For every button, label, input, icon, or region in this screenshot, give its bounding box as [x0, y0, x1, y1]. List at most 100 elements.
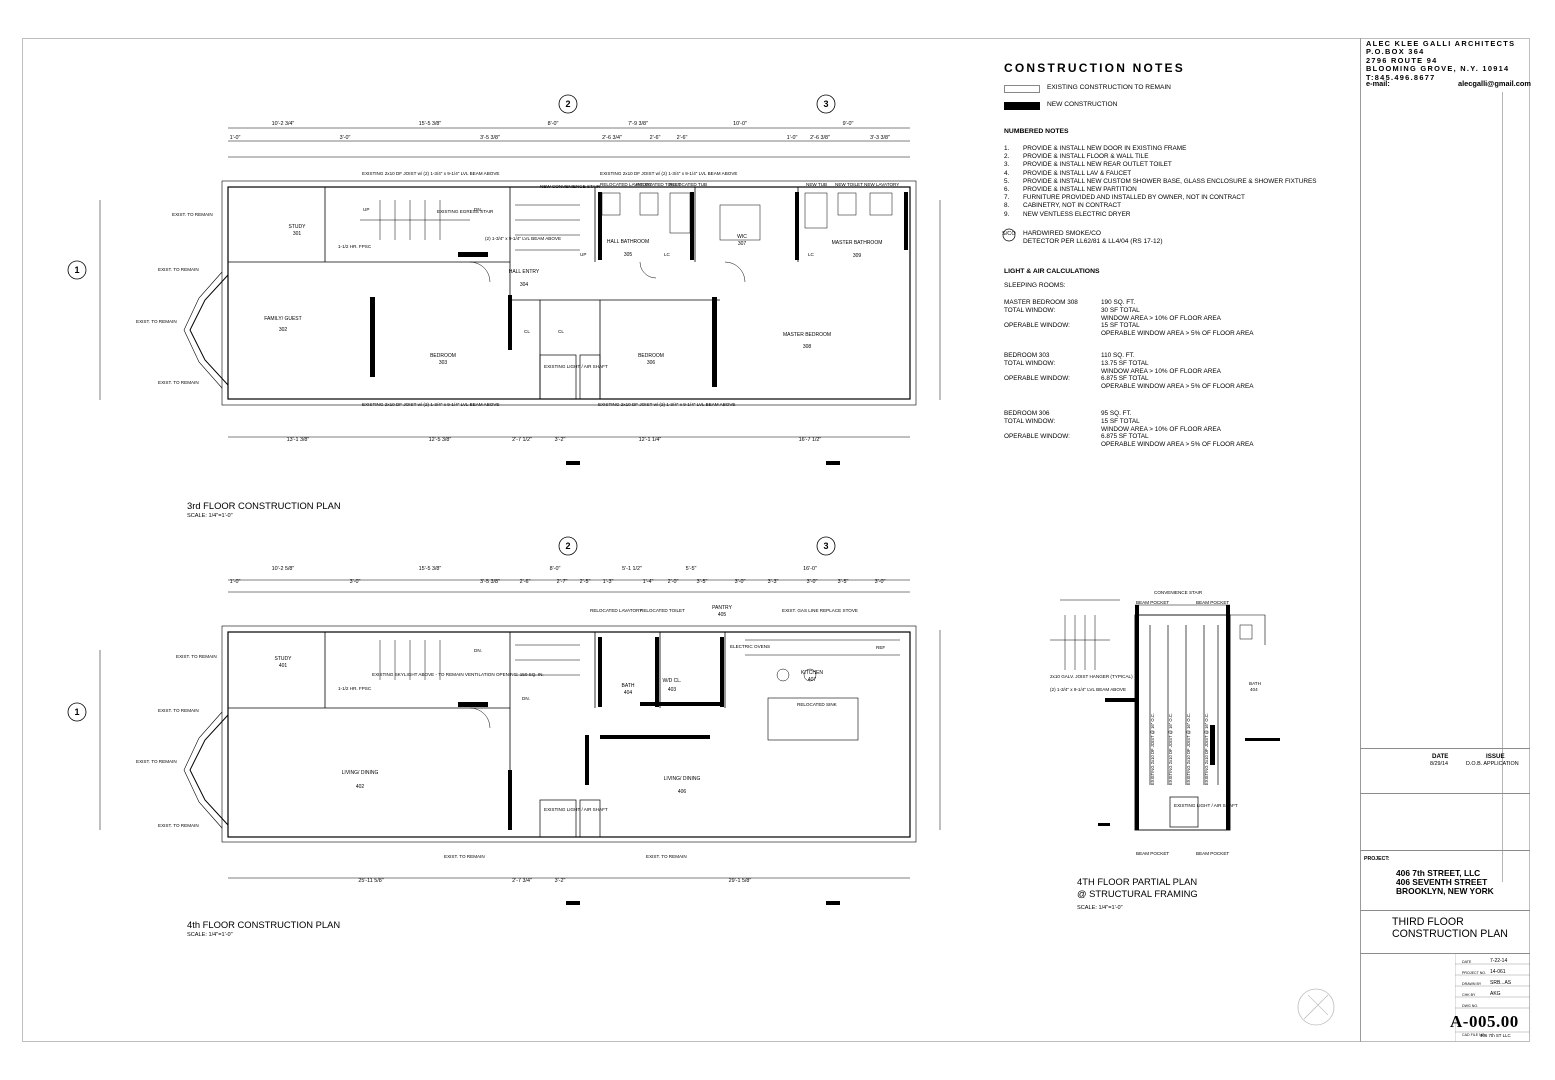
partial-plan-scale: SCALE: 1/4"=1'-0": [1077, 905, 1123, 911]
operable-window: 15 SF TOTAL: [1101, 322, 1140, 330]
cad-file-label: CAD FILE NO.: [1462, 1033, 1486, 1037]
title-block-rule: [1360, 793, 1530, 794]
relocated-lavatory-label: RELOCATED LAVATORY: [600, 182, 652, 187]
total-window-label: TOTAL WINDOW:: [1004, 417, 1056, 425]
dim-label: 29'-1 5/8": [729, 878, 752, 884]
relocated-sink-label: RELOCATED SINK: [797, 702, 838, 707]
beam-pocket-label: BEAM POCKET: [1136, 851, 1169, 856]
title-block-column: [1360, 38, 1530, 1042]
beam-pocket-label: BEAM POCKET: [1196, 851, 1229, 856]
operable-window: 6.875 SF TOTAL: [1101, 433, 1149, 441]
dim-label: 2'-7": [557, 579, 568, 585]
firm-line: T:845.496.8677: [1366, 72, 1436, 82]
bath-label: BATH: [1249, 681, 1261, 686]
light-shaft-label: EXISTING LIGHT / AIR SHAFT: [1174, 803, 1238, 808]
north-arrow-icon: [1297, 988, 1335, 1026]
dim-label: 10'-0": [733, 121, 747, 127]
dim-label: 1'-4": [643, 579, 654, 585]
title-block-rule: [1360, 850, 1530, 851]
dim-label: 9'-0": [843, 121, 854, 127]
note-row: 5.PROVIDE & INSTALL NEW CUSTOM SHOWER BA…: [1004, 178, 1317, 186]
dim-label: 1'-0": [230, 579, 241, 585]
dim-label: 15'-5 3/8": [419, 121, 442, 127]
sheet-number: A-005.00: [1450, 1012, 1519, 1031]
gas-line-label: EXIST. GAS LINE REPLACE STOVE: [782, 608, 858, 613]
note-row: 3.PROVIDE & INSTALL NEW REAR OUTLET TOIL…: [1004, 161, 1317, 169]
dim-label: 3'-5": [697, 579, 708, 585]
firm-header: ALEC KLEE GALLI ARCHITECTS P.O.BOX 364 2…: [1366, 39, 1516, 82]
stair-down-label: DN.: [474, 207, 482, 212]
sleeping-rooms-label: SLEEPING ROOMS:: [1004, 282, 1066, 289]
room-name: MASTER BATHROOM: [832, 240, 883, 246]
room-name: STUDY: [289, 224, 307, 230]
project-info: 406 7th STREET, LLC 406 SEVENTH STREET B…: [1396, 869, 1494, 896]
room-number: 307: [738, 241, 747, 247]
relocated-toilet-label: RELOCATED TOILET: [640, 608, 685, 613]
window-check: WINDOW AREA > 10% OF FLOOR AREA: [1101, 425, 1221, 433]
stair-up-label: UP: [580, 252, 586, 257]
dim-label: 5'-5": [686, 566, 697, 572]
refrigerator-label: REF: [876, 645, 885, 650]
legend-existing-swatch: [1004, 85, 1040, 93]
dim-label: 1'-3": [603, 579, 614, 585]
note-text: PROVIDE & INSTALL FLOOR & WALL TILE: [1023, 153, 1149, 161]
closet-label: CL: [524, 329, 530, 334]
note-number: 8.: [1004, 202, 1010, 210]
dim-label: 3'-2": [555, 437, 566, 443]
info-label: PROJECT NO.: [1462, 971, 1487, 975]
operable-label: OPERABLE WINDOW:: [1004, 433, 1070, 441]
room-number: 404: [624, 690, 633, 696]
note-number: 1.: [1004, 145, 1010, 152]
joist-label: EXISTING 2x10 DF JOIST @ 16" O.C.: [1168, 713, 1173, 785]
project-line: BROOKLYN, NEW YORK: [1396, 886, 1494, 896]
dim-label: 2'-6 3/8": [810, 135, 830, 141]
stair-down-label: DN.: [474, 648, 482, 653]
room-number: 305: [624, 252, 633, 258]
room-name: MASTER BEDROOM 308: [1004, 299, 1078, 306]
fourth-floor-scale: SCALE: 1/4"=1'-0": [187, 932, 233, 938]
beam-pocket-label: BEAM POCKET: [1136, 600, 1169, 605]
note-text: PROVIDE & INSTALL NEW DOOR IN EXISTING F…: [1023, 145, 1187, 152]
joist-label: EXISTING 2x10 DF JOIST @ 16" O.C.: [1150, 713, 1155, 785]
room-name: STUDY: [275, 656, 293, 662]
room-number: 403: [668, 687, 677, 693]
sheet-title-line: CONSTRUCTION PLAN: [1392, 927, 1508, 940]
third-floor-scale: SCALE: 1/4"=1'-0": [187, 513, 233, 519]
firm-line: ALEC KLEE GALLI ARCHITECTS: [1366, 39, 1516, 48]
room-number: 309: [853, 253, 862, 259]
issue-date: 8/29/14: [1430, 761, 1448, 767]
new-lavatory-label: NEW LAVATORY: [864, 182, 899, 187]
info-label: DWG NO.: [1462, 1004, 1479, 1008]
room-name: PANTRY: [712, 605, 732, 611]
note-row: 8.CABINETRY, NOT IN CONTRACT: [1004, 202, 1317, 210]
dim-label: 2'-6 3/4": [602, 135, 622, 141]
dim-label: 2'-5": [580, 579, 591, 585]
operable-window: 6.875 SF TOTAL: [1101, 375, 1149, 383]
legend-new-label: NEW CONSTRUCTION: [1047, 101, 1118, 108]
info-label: DATE: [1462, 960, 1472, 964]
exist-remain-label: EXIST. TO REMAIN: [176, 654, 217, 659]
dim-label: 13'-1 3/8": [287, 437, 310, 443]
firm-line: P.O.BOX 364: [1366, 47, 1425, 57]
firm-email: alecgalli@gmail.com: [1458, 79, 1531, 88]
project-line: 406 SEVENTH STREET: [1396, 877, 1488, 887]
room-name: HALL ENTRY: [509, 269, 540, 275]
dim-label: 3'-0": [807, 579, 818, 585]
room-name: KITCHEN: [801, 670, 823, 676]
title-block-rule: [1360, 953, 1530, 954]
dim-label: 5'-1 1/2": [622, 566, 642, 572]
dim-label: 25'-11 5/8": [358, 878, 383, 884]
stair-down-label: DN.: [522, 696, 530, 701]
joist-hanger-label: 2x10 GALV. JOIST HANGER (TYPICAL): [1050, 674, 1133, 679]
note-row: 2.PROVIDE & INSTALL FLOOR & WALL TILE: [1004, 153, 1317, 161]
fourth-floor-plan-drawing: 2 3 1 10'-2 5/8" 15'-5 3/8" 8'-0" 5'-1 1…: [67, 536, 941, 905]
dim-label: 1'-0": [787, 135, 798, 141]
bath-number: 404: [1250, 687, 1258, 692]
room-name: FAMILY/ GUEST: [264, 316, 301, 322]
project-line: 406 7th STREET, LLC: [1396, 868, 1481, 878]
sheet-title: THIRD FLOOR CONSTRUCTION PLAN: [1392, 916, 1508, 940]
exist-remain-label: EXIST. TO REMAIN: [158, 267, 199, 272]
room-area: 110 SQ. FT.: [1101, 352, 1135, 359]
